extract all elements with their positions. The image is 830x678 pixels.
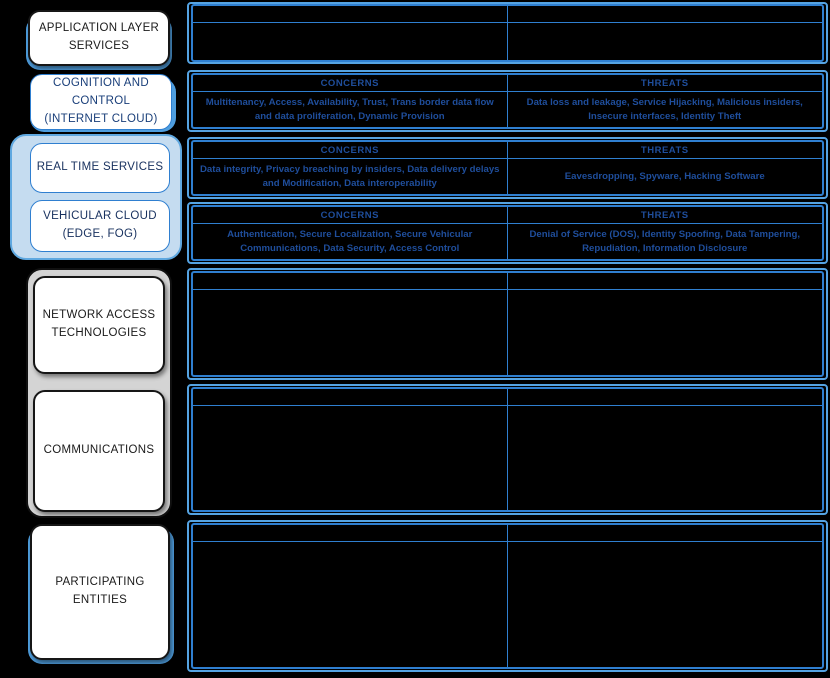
layer-box-participating-entities[interactable]: PARTICIPATING ENTITIES: [30, 524, 170, 660]
panel-body-row: Multitenancy, Access, Availability, Trus…: [193, 92, 822, 127]
panel-header-threats: THREATS: [508, 6, 823, 22]
panel-glow-participating: [187, 520, 828, 672]
panel-body-row: Authentication, Secure Localization, Sec…: [193, 224, 822, 259]
panel-table: CONCERNS THREATS Authentication, Secure …: [193, 207, 822, 259]
layer-label-line: ENTITIES: [72, 594, 128, 606]
layer-box-network-access-technologies[interactable]: NETWORK ACCESS TECHNOLOGIES: [33, 276, 165, 374]
panel-header-row: CONCERNS THREATS: [193, 273, 822, 290]
panel-cell-concerns: Data integrity, Privacy breaching by ins…: [193, 159, 508, 194]
panel-header-concerns: CONCERNS: [193, 6, 508, 22]
panel-glow-application: [187, 2, 828, 64]
layer-box-communications[interactable]: COMMUNICATIONS: [33, 390, 165, 512]
layer-label-line: COGNITION AND: [53, 77, 149, 90]
panel-vehicular-cloud[interactable]: CONCERNS THREATS Authentication, Secure …: [191, 205, 824, 261]
layer-label-line: COMMUNICATIONS: [43, 444, 155, 457]
panel-glow-vehicular: [187, 202, 828, 264]
panel-application-layer-services[interactable]: CONCERNS THREATS: [191, 4, 824, 62]
panel-participating-entities[interactable]: CONCERNS THREATS: [191, 523, 824, 669]
panel-header-row: CONCERNS THREATS: [193, 75, 822, 92]
panel-header-concerns: CONCERNS: [193, 75, 508, 91]
panel-body-row: [193, 290, 822, 375]
layer-label-line: SERVICES: [68, 40, 130, 52]
layer-box-vehicular-cloud[interactable]: VEHICULAR CLOUD (EDGE, FOG): [30, 200, 170, 252]
panel-table: CONCERNS THREATS: [193, 389, 822, 510]
panel-header-threats: THREATS: [640, 209, 689, 221]
panel-header-concerns: CONCERNS: [193, 142, 508, 158]
panel-cell-concerns: Authentication, Secure Localization, Sec…: [193, 224, 508, 259]
panel-cell-concerns: [193, 23, 508, 60]
panel-header-concerns: CONCERNS: [193, 273, 508, 289]
panel-cell-threats: Data loss and leakage, Service Hijacking…: [526, 96, 803, 122]
panel-header-concerns: CONCERNS: [193, 207, 508, 223]
panel-table: CONCERNS THREATS Data integrity, Privacy…: [193, 142, 822, 194]
panel-table: CONCERNS THREATS: [193, 525, 822, 667]
panel-header-concerns: CONCERNS: [193, 525, 508, 541]
panel-table: CONCERNS THREATS Multitenancy, Access, A…: [193, 75, 822, 127]
panel-cell-concerns: [193, 290, 508, 375]
panel-cell-threats: Denial of Service (DOS), Identity Spoofi…: [529, 228, 801, 254]
panel-cell-threats: [508, 542, 823, 667]
panel-cell-concerns: [193, 542, 508, 667]
panel-communications[interactable]: CONCERNS THREATS: [191, 387, 824, 512]
panel-header-threats: THREATS: [508, 273, 823, 289]
panel-network-access-technologies[interactable]: CONCERNS THREATS: [191, 271, 824, 377]
layer-label-line: TECHNOLOGIES: [51, 327, 147, 339]
layer-label-line: PARTICIPATING: [55, 576, 145, 589]
layer-label-line: REAL TIME SERVICES: [36, 161, 164, 174]
panel-glow-communications: [187, 384, 828, 515]
panel-header-threats: THREATS: [508, 389, 823, 405]
panel-body-row: [193, 406, 822, 510]
panel-header-row: CONCERNS THREATS: [193, 207, 822, 224]
panel-real-time-services[interactable]: CONCERNS THREATS Data integrity, Privacy…: [191, 140, 824, 196]
panel-cell-threats: [508, 23, 823, 60]
panel-header-threats: THREATS: [640, 77, 689, 89]
panel-cell-threats: [508, 406, 823, 510]
layer-box-cognition-and-control[interactable]: COGNITION AND CONTROL (INTERNET CLOUD): [30, 74, 172, 130]
layer-label-line: VEHICULAR CLOUD: [43, 210, 157, 223]
panel-header-row: CONCERNS THREATS: [193, 142, 822, 159]
panel-header-row: CONCERNS THREATS: [193, 389, 822, 406]
panel-header-row: CONCERNS THREATS: [193, 6, 822, 23]
panel-body-row: Data integrity, Privacy breaching by ins…: [193, 159, 822, 194]
panel-header-threats: THREATS: [640, 144, 689, 156]
layer-label-line: (INTERNET CLOUD): [44, 112, 158, 125]
panel-body-row: [193, 542, 822, 667]
panel-table: CONCERNS THREATS: [193, 273, 822, 375]
layer-box-real-time-services[interactable]: REAL TIME SERVICES: [30, 143, 170, 193]
layer-label-line: APPLICATION LAYER: [38, 22, 160, 35]
panel-glow-cognition: [187, 70, 828, 132]
panel-table: CONCERNS THREATS: [193, 6, 822, 60]
panel-cell-threats: [508, 290, 823, 375]
panel-cell-concerns: Multitenancy, Access, Availability, Trus…: [193, 92, 508, 127]
panel-header-row: CONCERNS THREATS: [193, 525, 822, 542]
layer-label-line: (EDGE, FOG): [62, 228, 138, 240]
panel-glow-network: [187, 268, 828, 380]
panel-header-threats: THREATS: [508, 525, 823, 541]
layer-label-line: CONTROL: [71, 95, 131, 108]
layer-box-application-layer-services[interactable]: APPLICATION LAYER SERVICES: [28, 10, 170, 66]
panel-cell-threats: Eavesdropping, Spyware, Hacking Software: [564, 170, 765, 182]
panel-header-concerns: CONCERNS: [193, 389, 508, 405]
panel-body-row: [193, 23, 822, 60]
panel-cognition-and-control[interactable]: CONCERNS THREATS Multitenancy, Access, A…: [191, 73, 824, 129]
panel-cell-concerns: [193, 406, 508, 510]
panel-glow-real-time: [187, 137, 828, 199]
layer-label-line: NETWORK ACCESS: [42, 309, 156, 322]
